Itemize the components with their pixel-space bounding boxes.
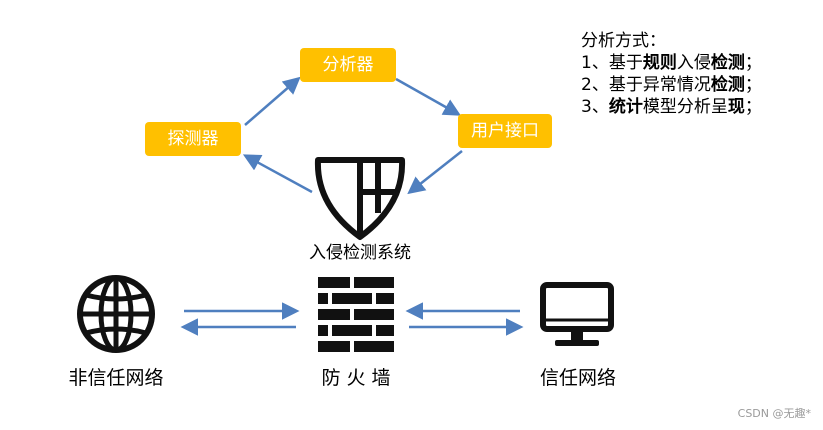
method-1-bold2: 检测 bbox=[710, 53, 745, 73]
analysis-methods-title: 分析方式： bbox=[581, 31, 666, 51]
method-1-mid: 入侵 bbox=[676, 53, 711, 73]
analyzer-box: 分析器 bbox=[300, 48, 396, 82]
analysis-methods: 分析方式： 1、基于规则入侵检测； 2、基于异常情况检测； 3、统计模型分析呈现… bbox=[581, 30, 762, 118]
ids-label: 入侵检测系统 bbox=[309, 243, 411, 263]
method-2-suffix: ； bbox=[744, 75, 762, 95]
watermark: CSDN @无趣* bbox=[737, 407, 811, 420]
method-item-1: 1、基于规则入侵检测； bbox=[581, 52, 762, 74]
arrow-ids-to-detector bbox=[242, 154, 313, 194]
arrow-user-interface-to-ids bbox=[407, 150, 463, 195]
detector-box: 探测器 bbox=[145, 122, 241, 156]
method-3-prefix: 3、 bbox=[581, 97, 609, 117]
method-item-2: 2、基于异常情况检测； bbox=[581, 74, 762, 96]
method-1-suffix: ； bbox=[744, 53, 762, 73]
monitor-icon bbox=[540, 282, 614, 346]
shield-icon bbox=[314, 157, 406, 240]
method-3-bold: 统计 bbox=[608, 97, 643, 117]
untrusted-network-label: 非信任网络 bbox=[68, 367, 164, 389]
method-2-bold: 检测 bbox=[710, 75, 745, 95]
user-interface-box: 用户接口 bbox=[458, 114, 552, 148]
method-3-bold2: 现 bbox=[727, 97, 745, 117]
brick-wall-icon bbox=[318, 277, 394, 352]
method-1-bold: 规则 bbox=[642, 53, 677, 73]
arrow-detector-to-analyzer bbox=[244, 76, 301, 126]
method-3-mid: 模型分析呈 bbox=[642, 97, 728, 117]
method-3-suffix: ； bbox=[744, 97, 762, 117]
method-1-prefix: 1、基于 bbox=[581, 53, 643, 73]
arrow-analyzer-to-user-interface bbox=[395, 77, 462, 116]
firewall-label: 防 火 墙 bbox=[321, 367, 391, 389]
globe-icon bbox=[77, 275, 155, 353]
trusted-network-label: 信任网络 bbox=[539, 367, 616, 389]
method-item-3: 3、统计模型分析呈现； bbox=[581, 96, 762, 118]
method-2-prefix: 2、基于异常情况 bbox=[581, 75, 711, 95]
